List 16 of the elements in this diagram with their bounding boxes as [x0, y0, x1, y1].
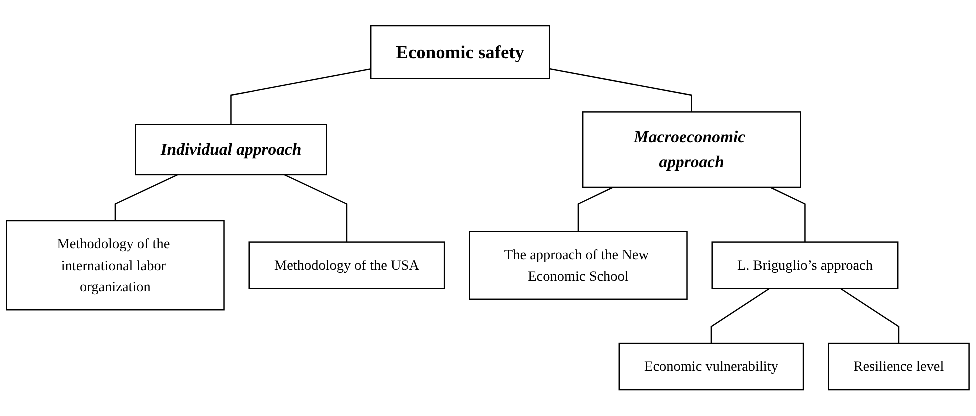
node-box: Methodology of the USA	[248, 242, 446, 290]
node-box: L. Briguglio’s approach	[712, 242, 899, 290]
node-box: Resilience level	[828, 342, 970, 391]
node-box: Macroeconomic approach	[582, 112, 802, 188]
connector	[550, 68, 692, 112]
node-box: The approach of the New Economic School	[469, 231, 688, 300]
node-box: Individual approach	[135, 124, 328, 176]
connector	[114, 174, 178, 221]
connector	[840, 288, 900, 344]
connector	[230, 68, 372, 125]
connector	[770, 186, 806, 242]
node-box: Economic vulnerability	[618, 342, 804, 391]
node-box: Methodology of the international labor organization	[6, 220, 225, 311]
connector	[710, 288, 770, 344]
node-box: Economic safety	[370, 25, 550, 80]
connector	[284, 174, 348, 242]
